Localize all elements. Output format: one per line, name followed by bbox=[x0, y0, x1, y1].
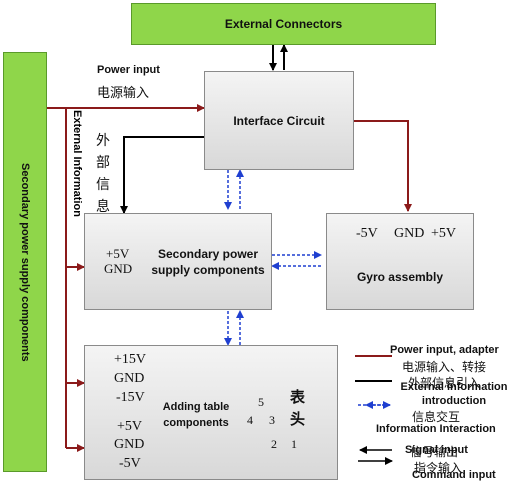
legend-signal-cn: 信号输出 bbox=[410, 445, 459, 459]
legend-info-title: External information introduction bbox=[400, 381, 508, 407]
connector-pin-label: 4 bbox=[247, 413, 253, 427]
external-info-cn-3: 信 bbox=[96, 177, 110, 193]
secondary-power-left-block: Secondary power supply components bbox=[3, 52, 47, 472]
interface-to-gyro-power bbox=[354, 120, 412, 212]
legend-command-title: Command input bbox=[412, 469, 496, 481]
table-pin-label: -5V bbox=[119, 456, 141, 471]
gyro-pin-label: -5V bbox=[356, 226, 378, 241]
legend-command-cn: 指令输入 bbox=[414, 461, 463, 475]
table-pin-label: GND bbox=[114, 371, 145, 386]
legend-power-title: Power input, adapter bbox=[390, 344, 499, 356]
secondary-pin-label: +5V bbox=[106, 246, 130, 261]
connector-pin-label: 1 bbox=[291, 437, 297, 451]
secondary-power-block: Secondary power supply components bbox=[84, 213, 272, 310]
external-info-cn-1: 外 bbox=[96, 133, 110, 149]
legend-power-cn: 电源输入、转接 bbox=[402, 360, 487, 374]
external-info-label: External Information bbox=[71, 110, 83, 217]
table-pin-label: +5V bbox=[117, 419, 143, 434]
table-pin-label: GND bbox=[114, 437, 145, 452]
gyro-assembly-block: Gyro assembly bbox=[326, 213, 474, 310]
secondary-pin-label: GND bbox=[104, 261, 133, 276]
gyro-pin-label: +5V bbox=[431, 226, 457, 241]
connector-header-1: 表 bbox=[290, 388, 306, 406]
gyro-pin-label: GND bbox=[394, 226, 425, 241]
external-info-cn-2: 部 bbox=[96, 155, 110, 171]
interface-circuit-block: Interface Circuit bbox=[204, 71, 354, 170]
table-pin-label: +15V bbox=[114, 352, 147, 367]
adding-table-block bbox=[84, 345, 338, 480]
secondary-power-left-label: Secondary power supply components bbox=[19, 162, 31, 362]
legend-interaction-title: Information Interaction bbox=[376, 423, 496, 435]
table-pin-label: -15V bbox=[116, 390, 145, 405]
connector-header-2: 头 bbox=[290, 410, 306, 428]
connector-pin-label: 2 bbox=[271, 437, 277, 451]
power-input-cn-label: 电源输入 bbox=[97, 86, 150, 101]
external-connectors-block: External Connectors bbox=[131, 3, 436, 45]
power-input-label: Power input bbox=[97, 64, 160, 76]
external-info-cn-4: 息 bbox=[96, 199, 110, 215]
legend-signal-title: Signal input bbox=[405, 444, 468, 456]
external-info-arrow bbox=[120, 136, 204, 214]
legend-interaction-cn: 信息交互 bbox=[412, 410, 461, 424]
connector-pin-label: 3 bbox=[269, 413, 275, 427]
connector-pin-label: 5 bbox=[258, 395, 264, 409]
legend-info-cn: 外部信息引入 bbox=[408, 376, 481, 390]
adding-table-label: Adding table components bbox=[162, 401, 230, 429]
